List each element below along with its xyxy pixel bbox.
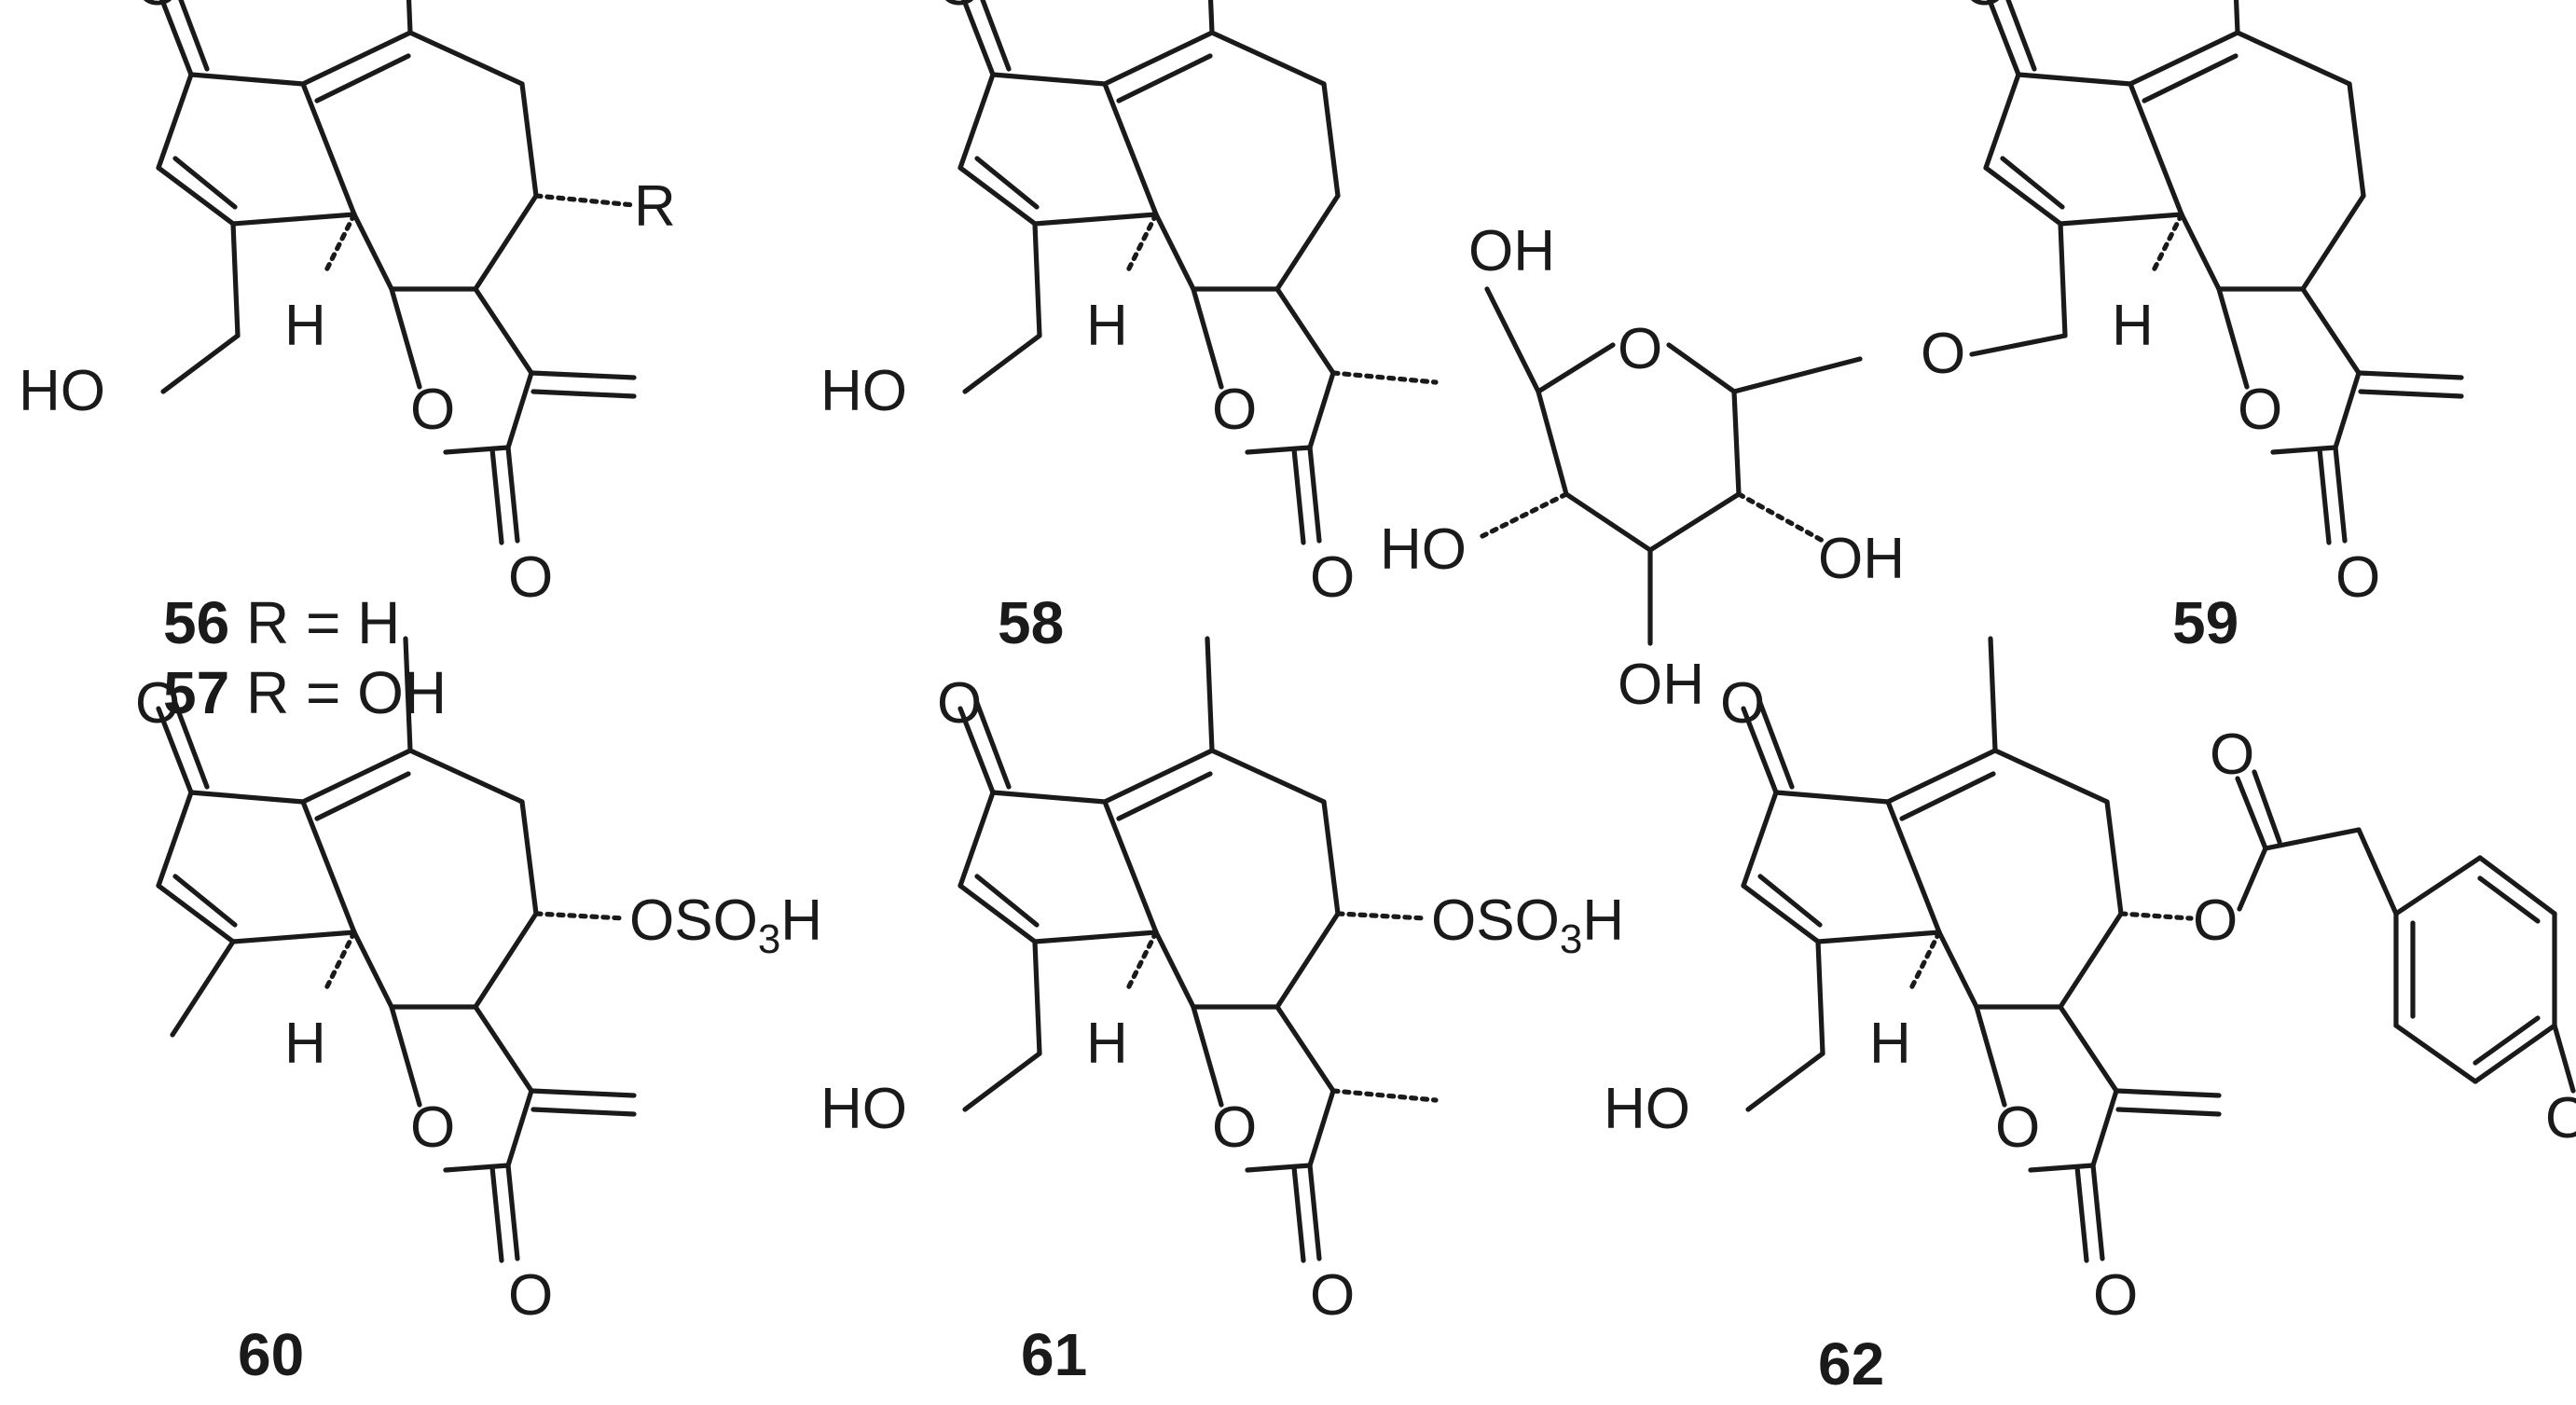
svg-text:OH: OH — [1468, 219, 1555, 283]
svg-text:OSO3H: OSO3H — [1431, 888, 1624, 962]
svg-text:H: H — [1869, 1012, 1911, 1076]
svg-text:H: H — [2112, 294, 2154, 358]
svg-text:O: O — [937, 0, 982, 18]
label-59: 59 — [2172, 589, 2239, 656]
svg-text:O: O — [508, 1263, 553, 1328]
svg-text:O: O — [1720, 671, 1765, 736]
svg-text:O: O — [1963, 0, 2007, 18]
svg-text:O: O — [2238, 378, 2282, 442]
svg-text:HO: HO — [820, 1077, 907, 1141]
svg-text:O: O — [2093, 1263, 2138, 1328]
svg-text:HO: HO — [19, 359, 105, 423]
svg-text:O: O — [2193, 888, 2238, 953]
svg-text:H: H — [1086, 294, 1128, 358]
svg-text:O: O — [1921, 322, 1965, 386]
svg-text:O: O — [1310, 545, 1355, 610]
svg-text:O: O — [410, 1095, 455, 1160]
svg-text:O: O — [508, 545, 553, 610]
svg-text:O: O — [410, 378, 455, 442]
svg-text:O: O — [1995, 1095, 2040, 1160]
label-56: 56 R = H — [163, 589, 400, 656]
label-58: 58 — [998, 589, 1064, 656]
svg-text:OSO3H: OSO3H — [629, 888, 822, 962]
structure-61: O OSO3H HO H O O — [820, 639, 1624, 1328]
structure-59: O O H O O O OH OH OH HO — [1380, 0, 2461, 717]
svg-text:OH: OH — [1618, 653, 1704, 717]
structure-62: O HO H O O O O OH — [1604, 639, 2576, 1328]
svg-text:O: O — [937, 671, 982, 736]
svg-text:O: O — [1212, 378, 1257, 442]
svg-text:H: H — [284, 294, 326, 358]
label-60: 60 — [238, 1321, 304, 1388]
structure-56-57: O R HO H O O — [19, 0, 676, 610]
label-57: 57 R = OH — [163, 659, 447, 726]
svg-text:O: O — [1310, 1263, 1355, 1328]
svg-text:HO: HO — [820, 359, 907, 423]
glucose-ring: O OH OH OH HO — [1380, 219, 1905, 717]
structure-58: O HO H O O — [820, 0, 1439, 610]
svg-text:R: R — [634, 174, 676, 239]
svg-text:OH: OH — [2545, 1086, 2576, 1150]
svg-text:HO: HO — [1604, 1077, 1690, 1141]
svg-text:O: O — [135, 0, 180, 18]
svg-text:O: O — [135, 671, 180, 736]
svg-text:OH: OH — [1818, 527, 1905, 591]
svg-text:O: O — [1212, 1095, 1257, 1160]
label-61: 61 — [1021, 1321, 1087, 1388]
svg-text:HO: HO — [1380, 517, 1467, 582]
svg-text:H: H — [1086, 1012, 1128, 1076]
svg-text:O: O — [1618, 317, 1662, 381]
svg-text:O: O — [2335, 545, 2380, 610]
svg-text:H: H — [284, 1012, 326, 1076]
svg-text:O: O — [2210, 723, 2254, 787]
structure-60: O OSO3H H O O — [135, 639, 822, 1328]
label-62: 62 — [1818, 1330, 1884, 1398]
